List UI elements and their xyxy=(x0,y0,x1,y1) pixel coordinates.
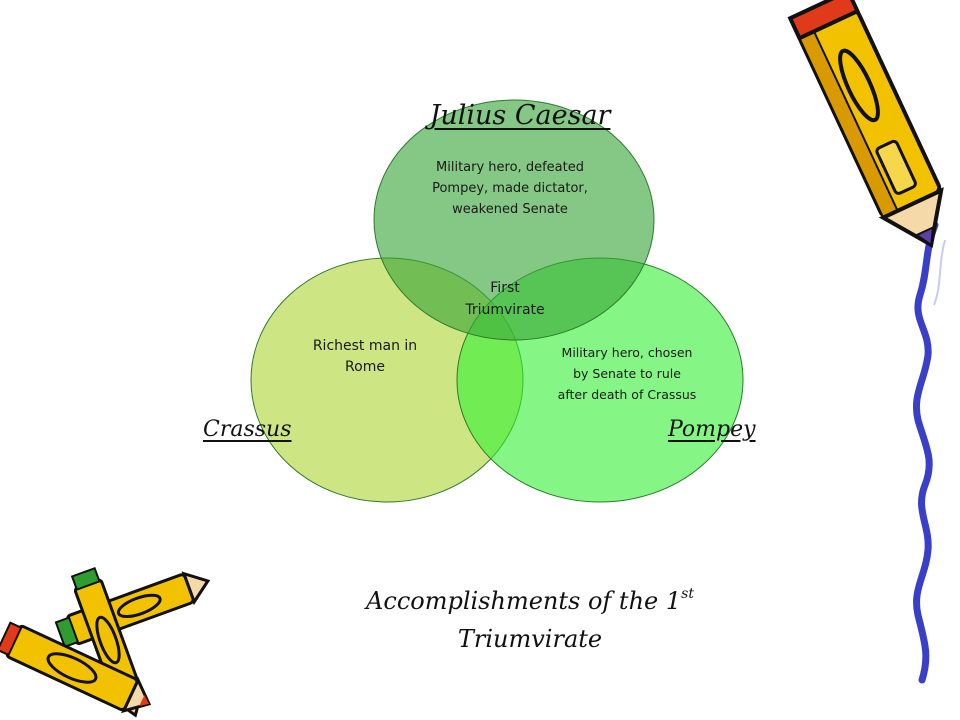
crayon-icon xyxy=(0,621,152,714)
crassus-description: Richest man in Rome xyxy=(312,338,418,375)
caesar-description: Military hero, defeated Pompey, made dic… xyxy=(432,160,588,217)
center-label: First Triumvirate xyxy=(465,280,545,318)
squiggle-line-icon xyxy=(912,221,939,684)
crassus-label: Crassus xyxy=(203,417,292,442)
caption-line-2: Triumvirate xyxy=(457,625,603,653)
pompey-label: Pompey xyxy=(668,417,756,442)
pompey-description: Military hero, chosen by Senate to rule … xyxy=(557,345,697,402)
caesar-circle xyxy=(373,99,655,341)
pencil-icon xyxy=(787,0,944,249)
caesar-label: Julius Caesar xyxy=(429,100,611,131)
venn-diagram xyxy=(250,99,744,503)
slide-caption: Accomplishments of the 1st Triumvirate xyxy=(330,575,730,658)
caption-line-1: Accomplishments of the 1st xyxy=(366,586,694,615)
